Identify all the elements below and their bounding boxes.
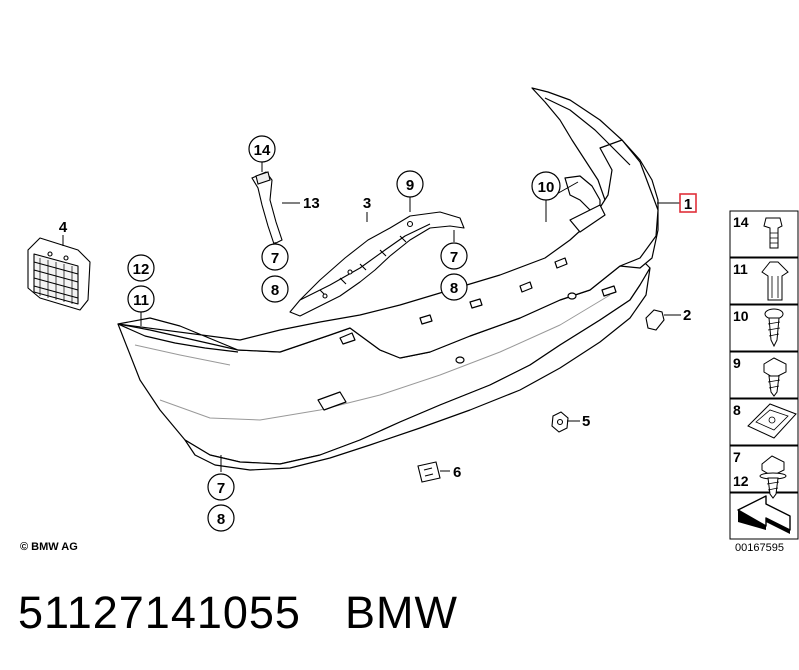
svg-text:7: 7 <box>450 249 458 266</box>
svg-text:9: 9 <box>406 177 414 194</box>
center-bracket <box>289 211 465 317</box>
svg-text:4: 4 <box>59 219 68 236</box>
leader-lines <box>62 161 681 472</box>
svg-text:8: 8 <box>217 511 225 528</box>
callout-7-bottom: 7 <box>207 473 235 501</box>
svg-text:3: 3 <box>363 195 371 212</box>
callout-14: 14 <box>248 135 276 163</box>
brand-name: BMW <box>344 587 458 638</box>
callout-12: 12 <box>127 254 155 282</box>
svg-text:10: 10 <box>538 179 555 196</box>
svg-text:12: 12 <box>733 473 749 489</box>
callout-9: 9 <box>396 170 424 198</box>
copyright-label: © BMW AG <box>20 541 78 553</box>
callout-8-top-right: 8 <box>440 273 468 301</box>
footer-caption: 51127141055 BMW <box>18 583 458 643</box>
side-guide-strip <box>251 171 283 245</box>
callout-11: 11 <box>127 285 155 313</box>
callout-6: 6 <box>453 464 461 481</box>
legend-item-7: 7 <box>733 449 787 480</box>
callout-10: 10 <box>531 171 561 201</box>
svg-text:7: 7 <box>217 480 225 497</box>
callout-13: 13 <box>303 195 320 212</box>
part-number: 51127141055 <box>18 587 301 638</box>
svg-text:12: 12 <box>133 261 150 278</box>
svg-text:9: 9 <box>733 355 741 371</box>
legend-item-10: 10 <box>733 308 784 348</box>
expanding-nut <box>551 411 569 433</box>
callout-2: 2 <box>683 307 691 324</box>
callout-5: 5 <box>582 413 590 430</box>
legend-item-14: 14 <box>733 214 783 249</box>
legend-item-8: 8 <box>733 402 797 439</box>
side-grille <box>27 237 91 311</box>
svg-text:5: 5 <box>582 413 590 430</box>
rear-bumper-cover <box>117 87 659 471</box>
svg-text:11: 11 <box>733 261 748 277</box>
svg-text:13: 13 <box>303 195 320 212</box>
svg-text:14: 14 <box>254 142 271 159</box>
tow-hook-cover <box>645 309 665 331</box>
svg-text:7: 7 <box>733 449 741 465</box>
svg-text:1: 1 <box>684 196 692 213</box>
callout-1-highlighted: 1 <box>679 193 697 213</box>
svg-text:7: 7 <box>271 250 279 267</box>
callout-8-top-left: 8 <box>261 275 289 303</box>
callout-7-top-left: 7 <box>261 243 289 271</box>
svg-text:8: 8 <box>271 282 279 299</box>
diagram-reference-number: 00167595 <box>735 542 784 554</box>
callout-3: 3 <box>363 195 371 212</box>
mounting-clip <box>417 461 441 483</box>
svg-text:8: 8 <box>733 402 741 418</box>
callout-4: 4 <box>59 219 68 236</box>
direction-arrow-icon <box>737 495 791 534</box>
callout-7-top-right: 7 <box>440 242 468 270</box>
legend-item-11: 11 <box>733 261 789 301</box>
legend-item-12: 12 <box>733 473 780 499</box>
callout-8-bottom: 8 <box>207 504 235 532</box>
svg-text:14: 14 <box>733 214 749 230</box>
svg-text:8: 8 <box>450 280 458 297</box>
svg-text:6: 6 <box>453 464 461 481</box>
legend-item-9: 9 <box>733 355 787 397</box>
svg-text:2: 2 <box>683 307 691 324</box>
svg-text:10: 10 <box>733 308 749 324</box>
svg-text:11: 11 <box>133 292 149 309</box>
